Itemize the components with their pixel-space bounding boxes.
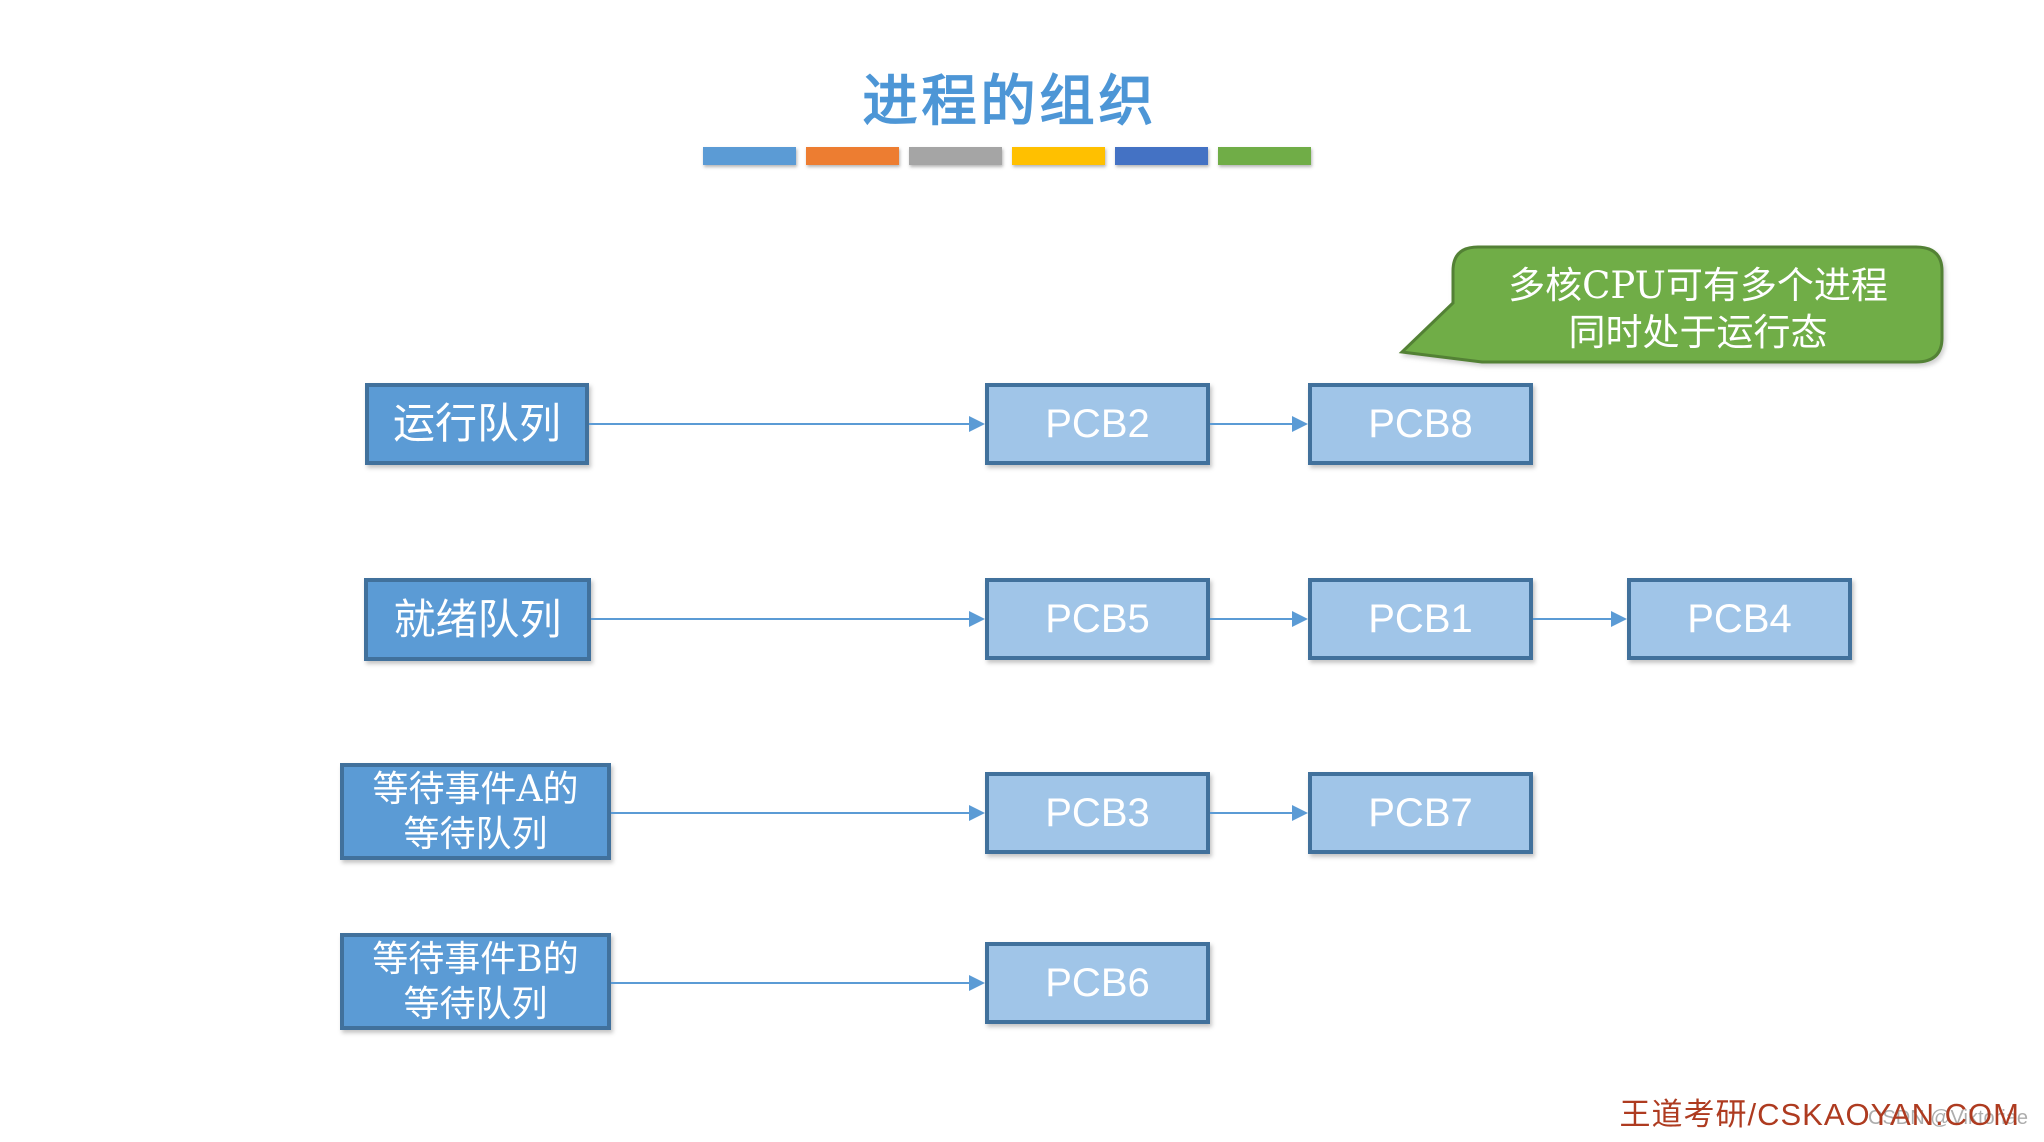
callout-text: 多核CPU可有多个进程 同时处于运行态	[1462, 262, 1934, 356]
pcb-box-pcb7: PCB7	[1308, 772, 1533, 854]
pcb-box-pcb8: PCB8	[1308, 383, 1533, 465]
arrow-head-icon	[1292, 611, 1308, 627]
arrow-head-icon	[1611, 611, 1627, 627]
arrow-head-icon	[969, 611, 985, 627]
queue-label-box-2: 就绪队列	[364, 578, 591, 661]
pcb-box-pcb3: PCB3	[985, 772, 1210, 854]
queue-link-arrow	[611, 812, 971, 814]
arrow-head-icon	[1292, 805, 1308, 821]
queue-link-arrow	[589, 423, 971, 425]
csdn-watermark: CSDN @Viktoriae	[1868, 1107, 2028, 1129]
queue-label-line: 等待队列	[403, 983, 548, 1025]
brand-watermark: 王道考研/CSKAOYAN.COM	[1619, 1097, 2020, 1132]
pcb-label: PCB7	[1368, 790, 1473, 835]
pcb-label: PCB3	[1045, 790, 1150, 835]
queue-label-box-3: 等待事件A的等待队列	[340, 763, 611, 860]
accent-bar-5	[1115, 147, 1208, 165]
accent-bar-6	[1218, 147, 1311, 165]
pcb-box-pcb2: PCB2	[985, 383, 1210, 465]
pcb-label: PCB5	[1045, 596, 1150, 641]
arrow-head-icon	[969, 416, 985, 432]
pcb-box-pcb4: PCB4	[1627, 578, 1852, 660]
callout-line-1: 多核CPU可有多个进程	[1508, 264, 1888, 307]
arrow-head-icon	[969, 805, 985, 821]
queue-label-line: 运行队列	[392, 399, 561, 448]
queue-link-arrow	[591, 618, 971, 620]
callout-bubble-path	[1398, 245, 1944, 364]
pcb-box-pcb5: PCB5	[985, 578, 1210, 660]
pcb-box-pcb1: PCB1	[1308, 578, 1533, 660]
queue-label-line: 就绪队列	[393, 594, 562, 644]
arrow-head-icon	[1292, 416, 1308, 432]
pcb-label: PCB2	[1045, 401, 1150, 446]
accent-bar-1	[703, 147, 796, 165]
pcb-label: PCB6	[1045, 960, 1150, 1005]
page-title: 进程的组织	[862, 68, 1158, 133]
queue-label-line: 等待事件B的	[372, 938, 579, 980]
queue-link-arrow	[1210, 812, 1294, 814]
accent-bar-2	[806, 147, 899, 165]
queue-label-line: 等待事件A的	[372, 768, 579, 810]
queue-link-arrow	[1210, 423, 1294, 425]
accent-bars	[703, 147, 1311, 165]
pcb-label: PCB4	[1687, 596, 1792, 641]
queue-label-box-4: 等待事件B的等待队列	[340, 933, 611, 1030]
queue-link-arrow	[1210, 618, 1294, 620]
pcb-box-pcb6: PCB6	[985, 942, 1210, 1024]
queue-label-line: 等待队列	[403, 813, 548, 855]
queue-link-arrow	[1533, 618, 1613, 620]
accent-bar-3	[909, 147, 1002, 165]
pcb-label: PCB8	[1368, 401, 1473, 446]
callout-line-2: 同时处于运行态	[1568, 311, 1828, 354]
queue-label-box-1: 运行队列	[365, 383, 589, 465]
pcb-label: PCB1	[1368, 596, 1473, 641]
arrow-head-icon	[969, 975, 985, 991]
accent-bar-4	[1012, 147, 1105, 165]
callout-bubble	[1398, 245, 1944, 364]
queue-link-arrow	[611, 982, 971, 984]
